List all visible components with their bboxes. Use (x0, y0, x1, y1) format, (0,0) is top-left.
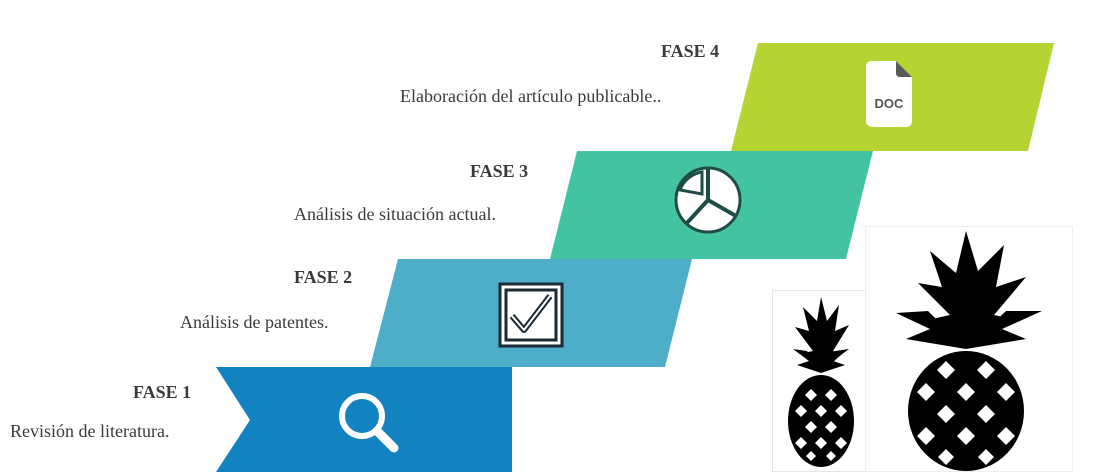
checkbox-icon (498, 282, 564, 348)
doc-file-icon: DOC (866, 61, 912, 127)
pie-chart-icon (674, 166, 742, 234)
phase-4-description: Elaboración del artículo publicable.. (400, 86, 662, 106)
phase-3-title: FASE 3 (470, 161, 529, 181)
doc-icon-label: DOC (875, 96, 905, 111)
pineapple-large-frame (865, 226, 1073, 472)
phase-1-band (216, 367, 512, 472)
phase-1-title: FASE 1 (133, 382, 192, 402)
phase-2-description: Análisis de patentes. (180, 312, 329, 332)
phase-4-title: FASE 4 (661, 41, 720, 61)
pineapple-large-icon (896, 231, 1042, 471)
pineapple-small-frame (772, 290, 870, 472)
phase-2-title: FASE 2 (294, 267, 353, 287)
search-icon (339, 393, 399, 453)
phase-3-description: Análisis de situación actual. (294, 204, 496, 224)
pineapple-small-icon (788, 297, 854, 467)
phase-1-description: Revisión de literatura. (10, 421, 170, 441)
